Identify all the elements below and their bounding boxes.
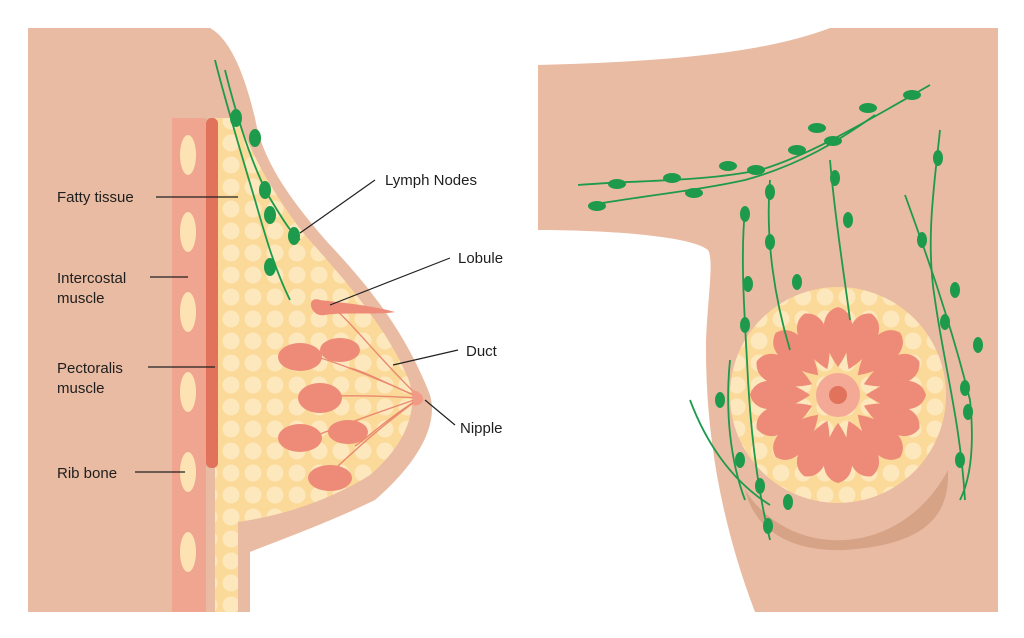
lobule bbox=[278, 424, 322, 452]
lobule bbox=[796, 420, 830, 477]
lobule bbox=[750, 380, 810, 410]
lobule bbox=[278, 343, 322, 371]
lobule bbox=[298, 383, 342, 413]
side-view bbox=[28, 28, 432, 612]
label-pectoralis-muscle-1: Pectoralis bbox=[57, 360, 123, 377]
front-nipple bbox=[829, 386, 847, 404]
lobule bbox=[756, 403, 813, 437]
label-rib-bone: Rib bone bbox=[57, 465, 117, 482]
radial-lobules bbox=[750, 307, 926, 483]
label-nipple: Nipple bbox=[460, 420, 503, 437]
lobule bbox=[866, 380, 926, 410]
label-lobule: Lobule bbox=[458, 250, 503, 267]
front-view bbox=[538, 28, 998, 612]
lobule bbox=[863, 403, 920, 437]
nipple-shape bbox=[412, 390, 424, 406]
lobule bbox=[823, 423, 853, 483]
lobule bbox=[857, 330, 903, 376]
pectoralis-muscle bbox=[206, 118, 218, 468]
label-intercostal-muscle-1: Intercostal bbox=[57, 270, 126, 287]
label-lymph-nodes: Lymph Nodes bbox=[385, 172, 477, 189]
label-intercostal-muscle-2: muscle bbox=[57, 290, 105, 307]
lobule bbox=[773, 414, 819, 460]
lobule bbox=[773, 330, 819, 376]
label-pectoralis-muscle-2: muscle bbox=[57, 380, 105, 397]
lobule bbox=[328, 420, 368, 444]
lobules bbox=[278, 299, 395, 491]
lymph-nodes-side bbox=[230, 109, 300, 276]
breast-shadow bbox=[745, 470, 949, 551]
lobule bbox=[846, 313, 880, 370]
intercostal-muscle bbox=[172, 118, 206, 612]
rib-bones bbox=[180, 135, 196, 572]
lobule bbox=[310, 299, 395, 316]
lobule bbox=[756, 353, 813, 387]
lobule bbox=[846, 420, 880, 477]
lobule bbox=[320, 338, 360, 362]
lobule bbox=[857, 414, 903, 460]
labels: Fatty tissue Intercostal muscle Pectoral… bbox=[57, 172, 503, 482]
lymph-nodes-front bbox=[588, 90, 983, 534]
label-duct: Duct bbox=[466, 343, 498, 360]
lobule bbox=[308, 465, 352, 491]
lobule bbox=[823, 307, 853, 367]
lobule bbox=[863, 353, 920, 387]
lobule bbox=[796, 313, 830, 370]
label-fatty-tissue: Fatty tissue bbox=[57, 189, 134, 206]
